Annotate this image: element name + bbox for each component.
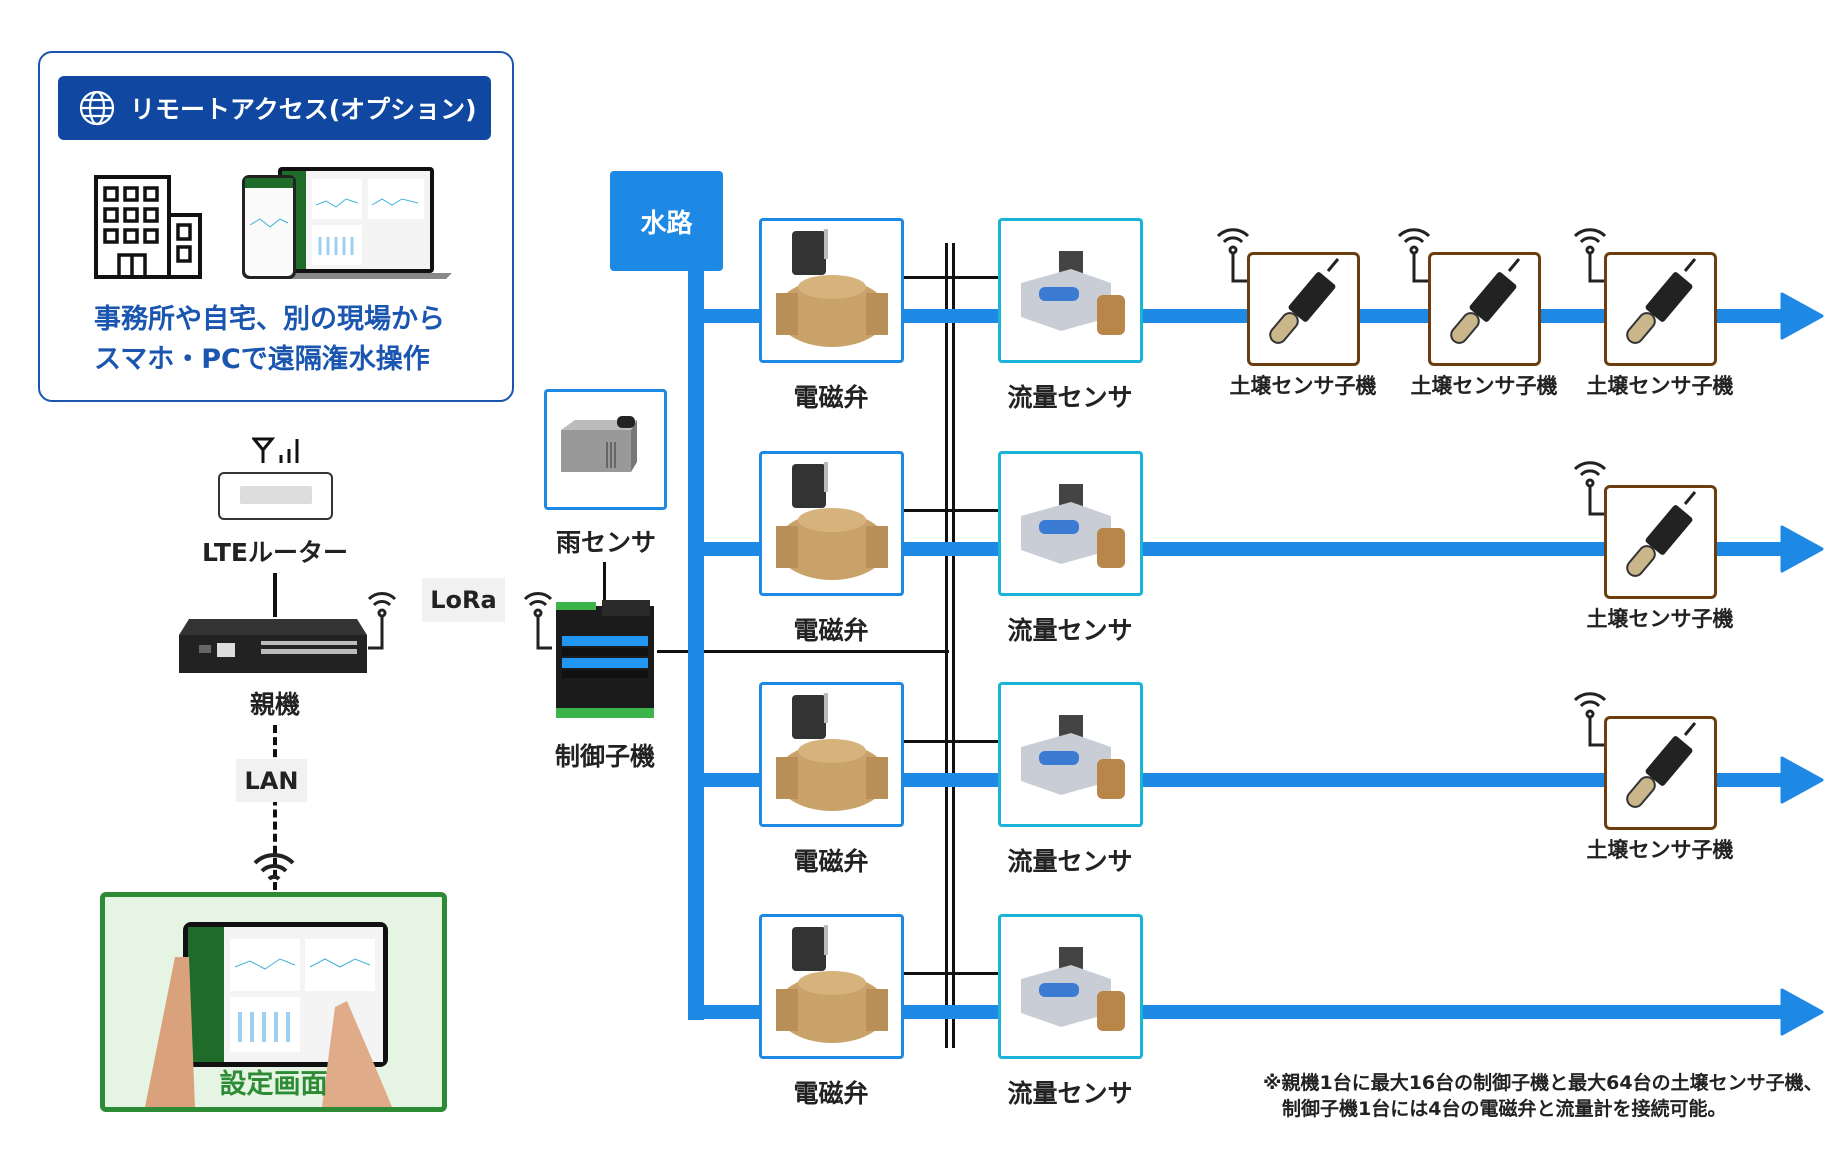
branch-pipe <box>700 1005 1810 1019</box>
remote-access-description: 事務所や自宅、別の現場から スマホ・PCで遠隔潅水操作 <box>94 300 445 380</box>
flow-arrow-icon <box>1780 525 1824 573</box>
wifi-icon <box>253 853 295 881</box>
soil-sensor-image <box>1626 491 1697 577</box>
soil-sensor-box <box>1428 252 1541 366</box>
flow-sensor-box <box>998 451 1143 596</box>
solenoid-valve-image <box>776 925 888 1043</box>
flow-sensor-box <box>998 914 1143 1059</box>
wifi-antenna-icon <box>367 592 397 650</box>
lte-router-device <box>218 472 333 520</box>
solenoid-valve-box <box>759 451 904 596</box>
solenoid-valve-box <box>759 682 904 827</box>
valve-wire-bus <box>945 243 948 1048</box>
signal-wire <box>904 276 998 279</box>
wifi-antenna-icon <box>1216 228 1250 283</box>
soil-sensor-image <box>1626 722 1697 808</box>
signal-wire <box>904 740 998 743</box>
flow-sensor-box <box>998 682 1143 827</box>
rain-sensor-box <box>544 389 667 510</box>
solenoid-valve-label: 電磁弁 <box>793 847 869 876</box>
controller-device <box>556 600 654 718</box>
soil-sensor-label: 土壌センサ子機 <box>1410 374 1558 398</box>
main-pipe <box>688 265 704 1020</box>
parent-unit-device <box>179 619 367 673</box>
branch-pipe <box>700 773 1810 787</box>
flow-sensor-label: 流量センサ <box>1007 847 1133 876</box>
branch-pipe <box>700 542 1810 556</box>
soil-sensor-box <box>1604 485 1717 599</box>
office-building-icon <box>94 175 202 279</box>
settings-screen-panel[interactable]: 設定画面 <box>100 892 447 1112</box>
flow-sensor-label: 流量センサ <box>1007 616 1133 645</box>
lte-router-label: LTEルーター <box>202 538 348 567</box>
signal-wire <box>904 509 998 512</box>
flow-arrow-icon <box>1780 988 1824 1036</box>
flow-sensor-label: 流量センサ <box>1007 1079 1133 1108</box>
router-connection-line <box>273 573 277 617</box>
flow-sensor-image <box>1021 484 1125 568</box>
soil-sensor-wifi <box>1213 222 1253 288</box>
rain-sensor-image <box>561 416 637 472</box>
flow-sensor-box <box>998 218 1143 363</box>
soil-sensor-wifi <box>1570 455 1610 521</box>
wifi-antenna-icon <box>1573 461 1607 516</box>
solenoid-valve-label: 電磁弁 <box>793 383 869 412</box>
flow-sensor-image <box>1021 251 1125 335</box>
wifi-antenna-icon <box>1397 228 1431 283</box>
wifi-antenna-icon <box>523 592 553 650</box>
footnote: ※親機1台に最大16台の制御子機と最大64台の土壌センサ子機、 制御子機1台には… <box>1263 1072 1823 1120</box>
soil-sensor-label: 土壌センサ子機 <box>1229 374 1377 398</box>
globe-icon <box>79 90 115 126</box>
controller-wire <box>657 650 949 653</box>
soil-sensor-image <box>1450 258 1521 344</box>
soil-sensor-label: 土壌センサ子機 <box>1586 838 1734 862</box>
solenoid-valve-image <box>776 229 888 347</box>
remote-access-line1: 事務所や自宅、別の現場から <box>94 304 445 335</box>
soil-sensor-box <box>1604 716 1717 830</box>
solenoid-valve-box <box>759 218 904 363</box>
flow-sensor-label: 流量センサ <box>1007 383 1133 412</box>
antenna-signal-icon <box>252 437 299 463</box>
waterway-source: 水路 <box>610 171 723 271</box>
remote-access-header: リモートアクセス(オプション) <box>58 76 491 140</box>
flow-wire-bus <box>952 243 955 1048</box>
soil-sensor-label: 土壌センサ子機 <box>1586 374 1734 398</box>
flow-sensor-image <box>1021 715 1125 799</box>
soil-sensor-image <box>1626 258 1697 344</box>
soil-sensor-image <box>1269 258 1340 344</box>
lan-dotted-line <box>273 725 277 890</box>
soil-sensor-wifi <box>1570 222 1610 288</box>
solenoid-valve-image <box>776 693 888 811</box>
flow-arrow-icon <box>1780 292 1824 340</box>
solenoid-valve-label: 電磁弁 <box>793 616 869 645</box>
solenoid-valve-image <box>776 462 888 580</box>
tablet-image <box>145 922 392 1107</box>
solenoid-valve-label: 電磁弁 <box>793 1079 869 1108</box>
parent-unit-label: 親機 <box>249 690 300 719</box>
soil-sensor-label: 土壌センサ子機 <box>1586 607 1734 631</box>
remote-access-title: リモートアクセス(オプション) <box>130 95 477 124</box>
lan-label: LAN <box>236 759 307 802</box>
controller-label: 制御子機 <box>554 742 655 771</box>
solenoid-valve-box <box>759 914 904 1059</box>
flow-arrow-icon <box>1780 756 1824 804</box>
rain-sensor-line <box>603 562 606 602</box>
remote-access-line2: スマホ・PCで遠隔潅水操作 <box>94 344 430 375</box>
wifi-antenna-icon <box>1573 228 1607 283</box>
flow-sensor-image <box>1021 947 1125 1031</box>
rain-sensor-label: 雨センサ <box>555 528 656 557</box>
soil-sensor-wifi <box>1570 686 1610 752</box>
soil-sensor-box <box>1604 252 1717 366</box>
settings-screen-label: 設定画面 <box>219 1069 328 1100</box>
lora-label: LoRa <box>422 578 505 622</box>
remote-access-panel <box>38 51 514 402</box>
wifi-antenna-icon <box>1573 692 1607 747</box>
soil-sensor-box <box>1247 252 1360 366</box>
smartphone-laptop-image <box>242 167 452 279</box>
soil-sensor-wifi <box>1394 222 1434 288</box>
signal-wire <box>904 972 998 975</box>
